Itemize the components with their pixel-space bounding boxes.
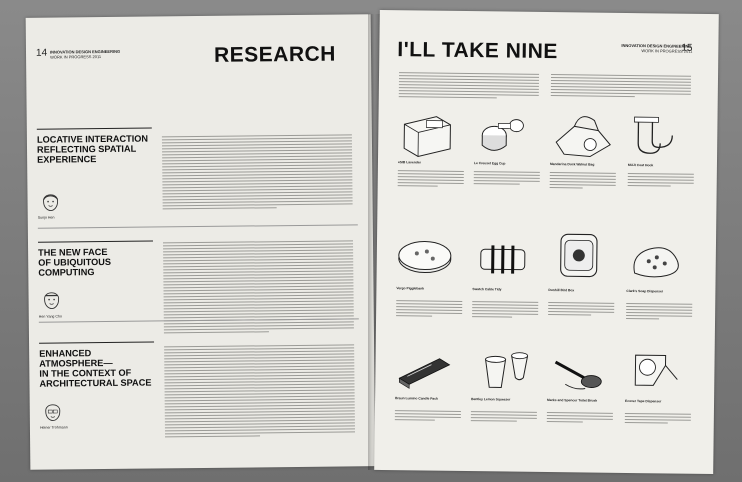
section-divider-1: [37, 224, 358, 229]
product-desc: [473, 171, 540, 187]
product-name: Marks and Spencer Toilet Brush: [547, 398, 598, 403]
product-name: Dunhill Bird Box: [548, 288, 575, 293]
author-portrait-icon: [44, 292, 60, 310]
piggy-bank-disc-icon: [398, 241, 452, 274]
product-desc: [548, 302, 615, 318]
product-desc: [549, 172, 616, 191]
product-name: Vergo Pigglebank: [396, 286, 425, 291]
right-page-number: 15: [681, 42, 693, 54]
section-2-body: [163, 240, 354, 335]
section-1-rule: [36, 127, 152, 130]
right-page: I'LL TAKE NINE INNOVATION DESIGN ENGINEE…: [374, 9, 719, 475]
left-header-line2: WORK IN PROGRESS 2011: [50, 54, 102, 60]
egg-cup-icon: [481, 119, 524, 151]
intro-paragraph-2: [550, 74, 692, 100]
product-desc: [546, 412, 613, 425]
intro-paragraph-1: [398, 72, 540, 101]
author-portrait-icon: [45, 404, 61, 422]
product-desc: [394, 410, 461, 423]
lemon-squeezer-icon: [484, 352, 529, 388]
product-name: Braun Lumino Candle Pack: [395, 396, 438, 401]
product-name: Ecover Tape Dispenser: [625, 398, 662, 404]
left-page-title: RESEARCH: [213, 42, 337, 67]
soap-dispenser-icon: [633, 247, 679, 278]
product-desc: [627, 172, 694, 189]
tape-dispenser-icon: [634, 354, 678, 386]
product-name: Bentley Lemon Squeezer: [471, 397, 511, 402]
product-desc: [396, 300, 463, 319]
product-name: MUJI Coat Hook: [627, 162, 654, 168]
bird-box-icon: [560, 233, 598, 278]
cable-tidy-icon: [480, 245, 526, 274]
left-page-number: 14: [35, 47, 48, 59]
product-desc: [472, 301, 539, 320]
section-3-author: Heiner Trohmann: [39, 425, 68, 430]
candle-pack-icon: [398, 358, 451, 389]
section-1-heading: LOCATIVE INTERACTION REFLECTING SPATIAL …: [36, 133, 149, 165]
author-portrait-icon: [43, 194, 59, 212]
section-1-body: [161, 134, 353, 211]
section-3-body: [164, 344, 356, 439]
product-desc: [470, 411, 537, 424]
product-name: eSIB Lavender: [397, 160, 421, 165]
left-page: 14 INNOVATION DESIGN ENGINEERING WORK IN…: [25, 14, 376, 470]
section-3-heading: ENHANCED ATMOSPHERE— IN THE CONTEXT OF A…: [39, 348, 152, 389]
section-1-author: Sunjo Hen: [37, 215, 55, 220]
product-desc: [397, 170, 464, 189]
section-2-author: Hen Yang Cho: [38, 314, 63, 319]
section-2-heading: THE NEW FACE OF UBIQUITOUS COMPUTING: [38, 246, 112, 278]
product-name: Le Creuset Egg Cup: [473, 161, 506, 166]
product-name: Clark's Soap Dispenser: [626, 288, 664, 294]
section-2-rule: [37, 240, 153, 243]
product-desc: [624, 412, 691, 426]
product-name: Mandarina Duck Walnut Bag: [549, 162, 595, 167]
walnut-bag-icon: [555, 116, 611, 158]
product-desc: [626, 302, 693, 322]
product-name: Swatch Cable Tidy: [472, 287, 502, 292]
right-page-title: I'LL TAKE NINE: [397, 38, 559, 64]
toilet-brush-icon: [554, 360, 602, 390]
section-3-rule: [39, 341, 155, 344]
egg-timer-device-icon: [403, 116, 451, 157]
coat-hook-icon: [634, 116, 673, 154]
